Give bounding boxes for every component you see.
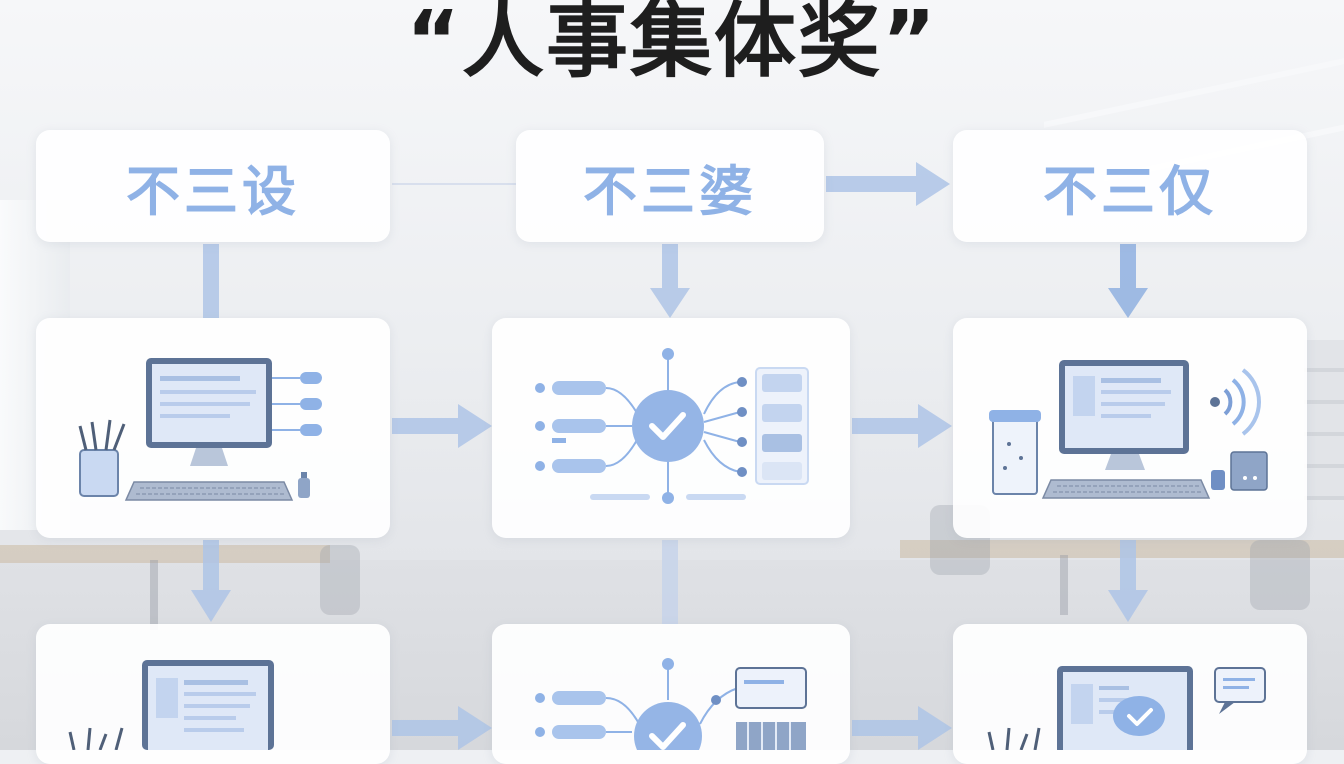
process-card-2 [492,318,850,538]
process-card-3 [953,318,1307,538]
computer-with-wifi-signal-icon [989,360,1268,499]
header-card-1: 不三设 [36,130,390,242]
header-label-3: 不三仅 [1043,159,1217,223]
network-check-hub-icon [535,658,807,750]
computer-with-pen-holder-icon [78,358,322,501]
background-shelf [1304,340,1344,500]
header-card-3: 不三仅 [953,130,1307,242]
header-label-1: 不三设 [126,159,300,223]
background-desk [0,545,330,563]
computer-with-check-cloud-icon [987,666,1266,750]
page-title: “人事集体奖” [406,0,938,89]
header-label-2: 不三婆 [583,159,757,223]
process-card-5 [492,624,850,764]
process-card-4 [36,624,390,764]
process-card-6 [953,624,1307,764]
background-desk-leg [1060,555,1068,615]
network-check-hub-icon [535,348,809,504]
background-chair [1250,540,1310,610]
process-card-1 [36,318,390,538]
header-card-2: 不三婆 [516,130,824,242]
background-chair [320,545,360,615]
computer-with-pen-holder-icon [68,660,274,750]
background-desk-leg [150,560,158,630]
